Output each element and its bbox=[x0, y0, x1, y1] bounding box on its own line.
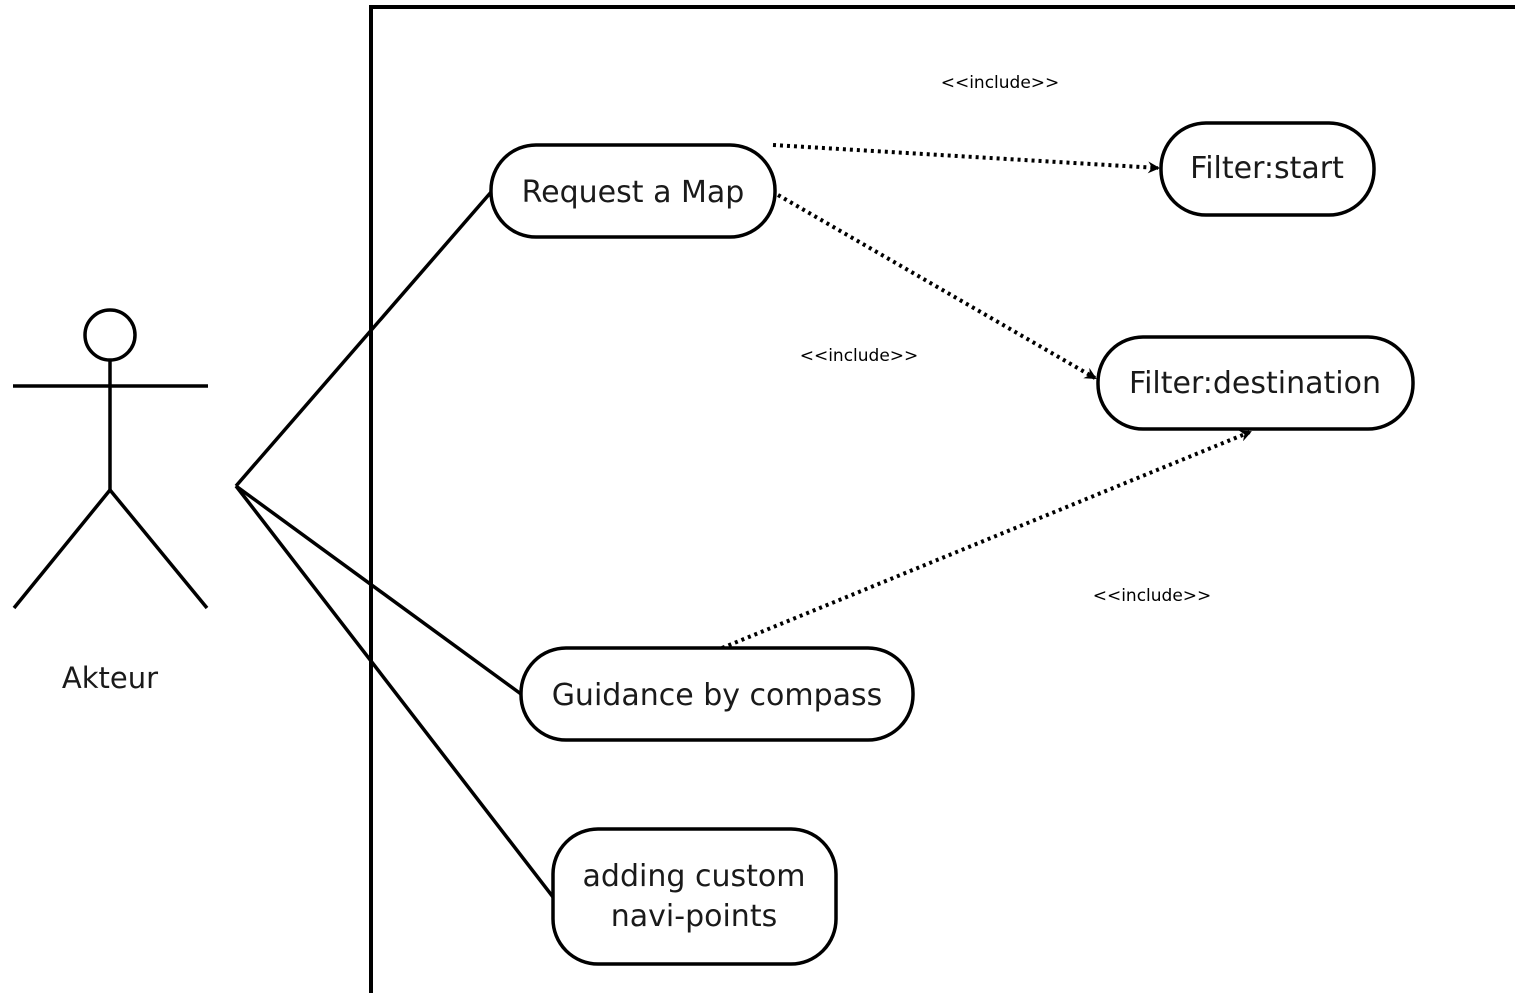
association-guidance bbox=[234, 484, 523, 696]
include-label-3: <<include>> bbox=[1093, 586, 1212, 606]
use-case-custom-points-label-line1: adding custom bbox=[583, 859, 806, 894]
use-case-filter-destination-label: Filter:destination bbox=[1129, 366, 1381, 401]
associations bbox=[234, 189, 555, 899]
association-custom-points bbox=[234, 484, 555, 899]
system-boundary bbox=[369, 5, 1515, 993]
actor-label: Akteur bbox=[62, 661, 158, 695]
actor-left-leg bbox=[12, 488, 112, 610]
use-case-filter-start-label: Filter:start bbox=[1190, 151, 1344, 186]
include-arrow-guidance-destination bbox=[721, 430, 1252, 650]
association-request-map bbox=[234, 189, 494, 488]
include-label-1: <<include>> bbox=[941, 73, 1060, 93]
use-case-guidance-compass[interactable]: Guidance by compass bbox=[519, 646, 915, 742]
use-case-guidance-compass-shape bbox=[519, 646, 915, 742]
use-case-filter-destination-shape bbox=[1096, 335, 1415, 431]
include-arrow-start bbox=[772, 143, 1160, 174]
use-case-filter-start-shape bbox=[1159, 121, 1376, 217]
use-case-custom-points-shape bbox=[551, 827, 838, 966]
actor-right-leg bbox=[108, 488, 209, 610]
use-case-request-map[interactable]: Request a Map bbox=[489, 143, 777, 239]
actor-head bbox=[83, 308, 137, 362]
use-case-request-map-shape bbox=[489, 143, 777, 239]
use-case-guidance-compass-label: Guidance by compass bbox=[552, 678, 883, 713]
include-arrow-destination bbox=[777, 193, 1097, 380]
include-dependencies bbox=[721, 143, 1252, 650]
use-case-filter-destination[interactable]: Filter:destination bbox=[1096, 335, 1415, 431]
include-label-2: <<include>> bbox=[800, 346, 919, 366]
actor-icon bbox=[12, 308, 209, 610]
use-case-filter-start[interactable]: Filter:start bbox=[1159, 121, 1376, 217]
use-case-custom-points[interactable]: adding custom navi-points bbox=[551, 827, 838, 966]
use-case-request-map-label: Request a Map bbox=[522, 175, 745, 210]
use-case-custom-points-label-line2: navi-points bbox=[611, 899, 777, 934]
